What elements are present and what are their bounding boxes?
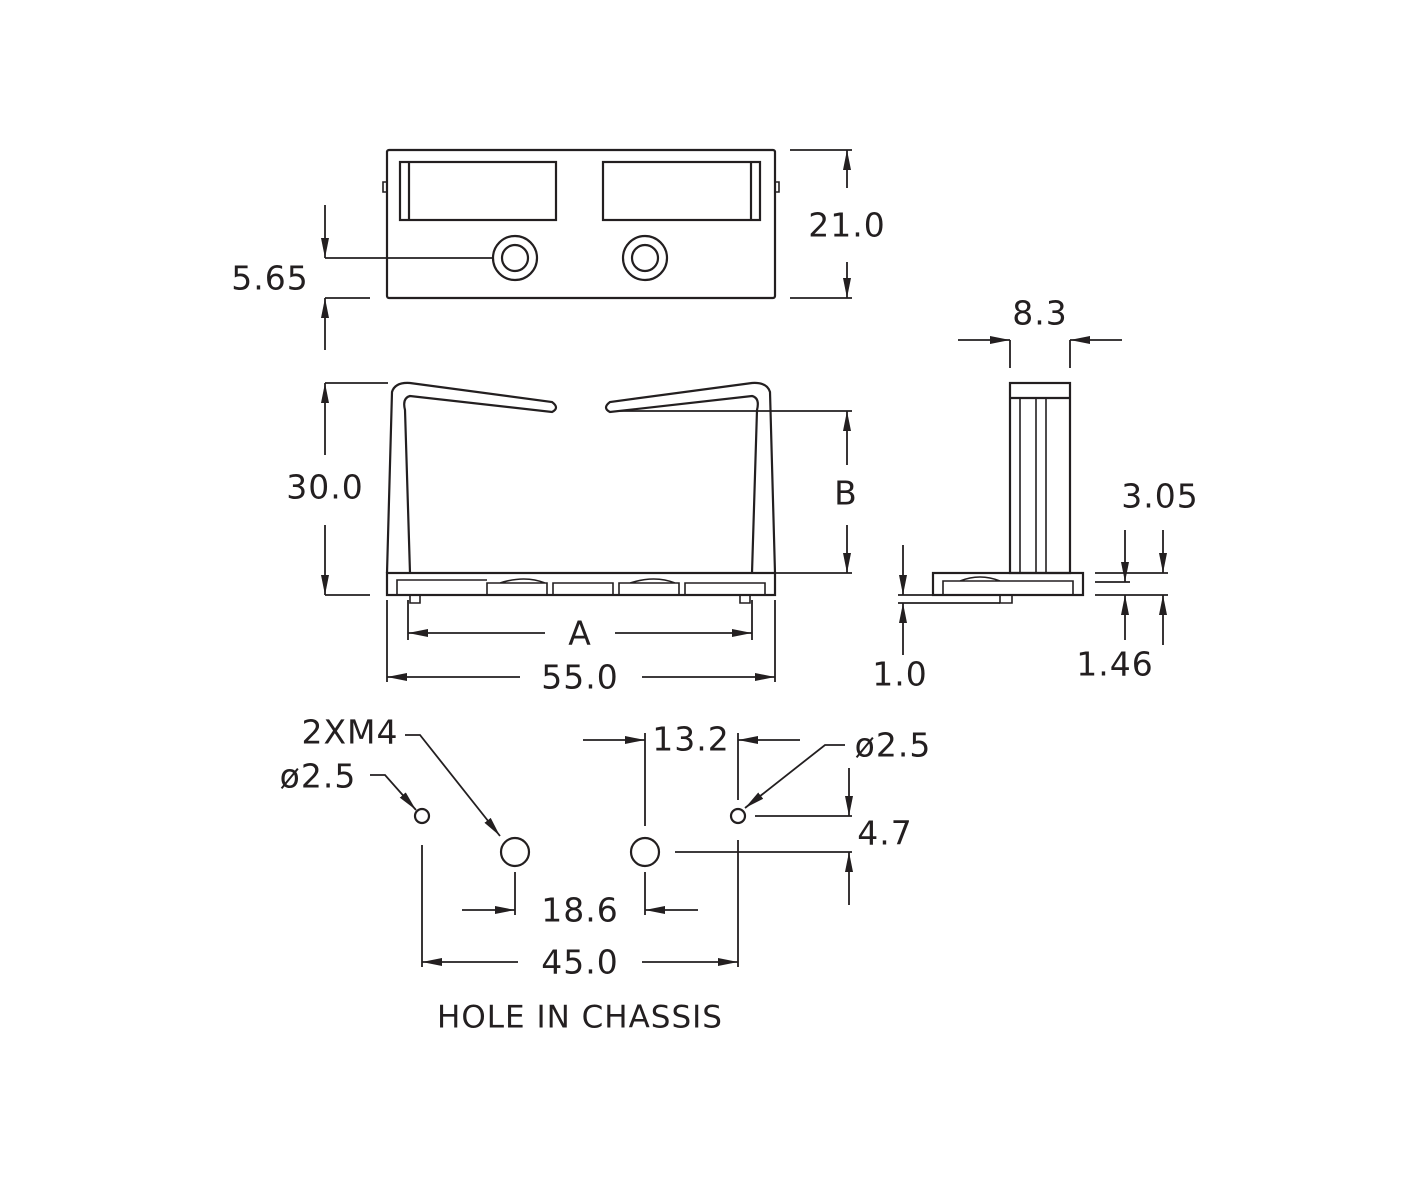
hole-pattern-caption: HOLE IN CHASSIS [437, 1000, 723, 1036]
thread-callout: 2XM4 [301, 713, 398, 752]
left-hole-dia: ø2.5 [280, 757, 357, 796]
small-hole-left [413, 807, 431, 825]
side-view: 8.3 3.05 1.46 1.0 [872, 294, 1198, 694]
dim-spacing-mid: 18.6 [541, 891, 618, 930]
dim-hole-offset: 5.65 [231, 259, 308, 298]
mount-hole-right [621, 234, 669, 282]
m4-hole-right [629, 836, 661, 868]
dim-height-30: 30.0 [286, 468, 363, 507]
dim-height-21: 21.0 [808, 206, 885, 245]
m4-hole-left [499, 836, 531, 868]
dim-depth: 8.3 [1012, 294, 1067, 333]
front-view: 30.0 B A 55.0 [286, 381, 858, 697]
dim-foot: 1.0 [872, 655, 927, 694]
small-hole-right [729, 807, 747, 825]
dim-plate: 1.46 [1076, 645, 1153, 684]
right-hole-dia: ø2.5 [855, 726, 932, 765]
dim-vertical-offset: 4.7 [857, 814, 912, 853]
mount-hole-left [491, 234, 539, 282]
dim-spacing-small: 13.2 [652, 720, 729, 759]
dim-base-height: 3.05 [1121, 477, 1198, 516]
dim-width-55: 55.0 [541, 658, 618, 697]
dim-spacing-total: 45.0 [541, 943, 618, 982]
hole-pattern: 2XM4 ø2.5 ø2.5 13.2 4.7 18.6 45.0 HOLE I… [280, 713, 932, 1036]
dim-b: B [834, 474, 858, 513]
top-view: 21.0 5.65 [231, 148, 885, 350]
dim-a: A [568, 614, 592, 653]
